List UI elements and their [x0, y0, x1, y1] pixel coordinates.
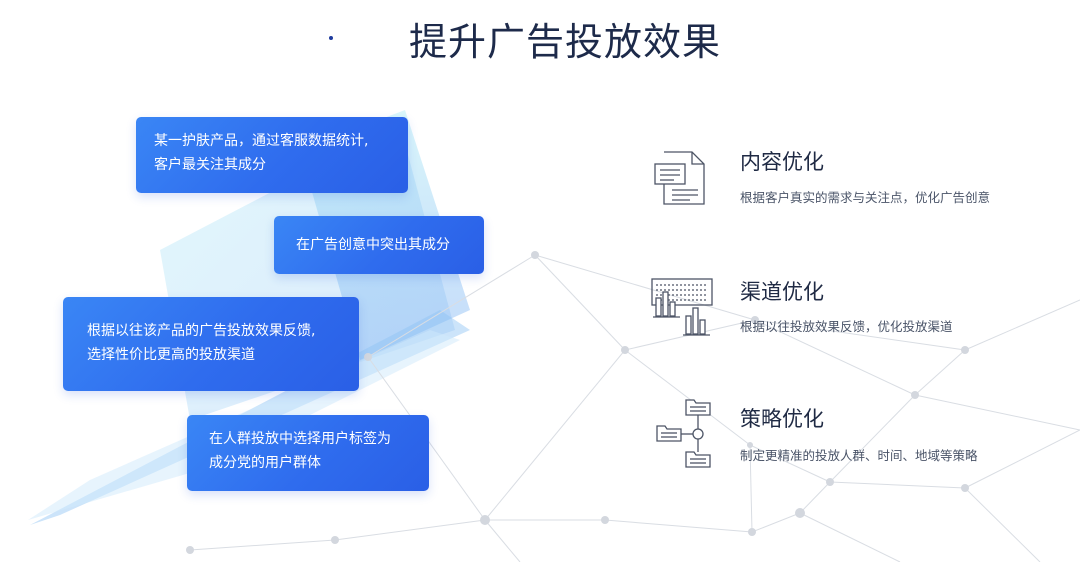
- bubble-text-line: 成分党的用户群体: [209, 455, 321, 471]
- page-title: 提升广告投放效果: [408, 20, 721, 64]
- title-bullet-dot: [329, 36, 333, 40]
- feature-title-strategy: 策略优化: [740, 407, 824, 431]
- bubble-text-line: 选择性价比更高的投放渠道: [87, 347, 255, 363]
- callout-bubble-channel: 根据以往该产品的广告投放效果反馈, 选择性价比更高的投放渠道: [63, 297, 359, 391]
- bubble-text-line: 根据以往该产品的广告投放效果反馈,: [87, 323, 316, 339]
- feature-title-channel: 渠道优化: [740, 280, 824, 304]
- feature-desc-channel: 根据以往投放效果反馈，优化投放渠道: [740, 319, 953, 334]
- folder-tree-icon: [656, 399, 711, 468]
- callout-bubble-customer-insight: 某一护肤产品，通过客服数据统计, 客户最关注其成分: [136, 117, 408, 193]
- network-lines: [189, 254, 1080, 562]
- callout-bubble-audience: 在人群投放中选择用户标签为 成分党的用户群体: [187, 415, 429, 491]
- document-icon: [654, 151, 705, 205]
- feature-title-content: 内容优化: [740, 150, 824, 174]
- feature-desc-content: 根据客户真实的需求与关注点，优化广告创意: [740, 190, 991, 205]
- bubble-text-line: 在人群投放中选择用户标签为: [209, 431, 391, 447]
- callout-bubble-creative: 在广告创意中突出其成分: [274, 216, 484, 274]
- bar-chart-icon: [651, 278, 713, 336]
- bubble-text-line: 在广告创意中突出其成分: [296, 237, 450, 253]
- bubble-text-line: 某一护肤产品，通过客服数据统计,: [154, 133, 369, 149]
- feature-desc-strategy: 制定更精准的投放人群、时间、地域等策略: [740, 448, 978, 463]
- network-nodes: [186, 251, 969, 554]
- bubble-text-line: 客户最关注其成分: [154, 157, 266, 173]
